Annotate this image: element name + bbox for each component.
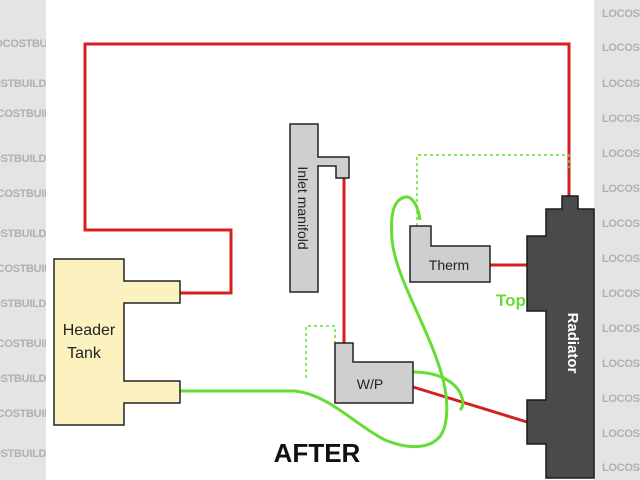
header-tank [53,258,181,426]
watermark-text: LOCOSTBUILDERS.CO.UK [602,218,640,230]
radiator-label: Radiator [564,313,581,374]
inlet-manifold [289,123,350,293]
header-tank-label: Header [63,322,116,339]
watermark-text: LOCOSTBUILDERS.CO.UK [0,338,46,350]
watermark-text: LOCOSTBUILDERS.CO.UK [0,298,46,310]
watermark-text: LOCOSTBUILDERS.CO.UK [0,228,46,240]
green-dashed-guide-wp [305,325,336,378]
watermark-text: LOCOSTBUILDERS.CO.UK [0,153,46,165]
watermark-strip-right: LOCOSTBUILDERS.CO.UK LOCOSTBUILDERS.CO.U… [594,0,640,480]
green-dashed-guide-top [416,154,570,226]
watermark-text: LOCOSTBUILDERS.CO.UK [602,253,640,265]
header-tank-label: Tank [67,345,102,362]
watermark-text: LOCOSTBUILDERS.CO.UK [0,448,46,460]
watermark-strip-left: LOCOSTBUILDERS.CO.UK LOCOSTBUILDERS.CO.U… [0,0,46,480]
watermark-text: LOCOSTBUILDERS.CO.UK [0,78,46,90]
thermostat-label: Therm [429,257,469,273]
thermostat-housing [409,225,491,283]
top-annotation: Top [496,291,526,310]
watermark-text: LOCOSTBUILDERS.CO.UK [0,188,46,200]
water-pump [334,342,414,404]
red-hose-wp-to-radiator [412,385,528,424]
radiator [526,195,595,479]
watermark-text: LOCOSTBUILDERS.CO.UK [602,428,640,440]
red-hose-header-top-loop [83,200,233,295]
watermark-text: LOCOSTBUILDERS.CO.UK [602,183,640,195]
watermark-text: LOCOSTBUILDERS.CO.UK [602,78,640,90]
watermark-text: LOCOSTBUILDERS.CO.UK [0,408,46,420]
watermark-text: LOCOSTBUILDERS.CO.UK [602,42,640,54]
green-hose-header-to-wp [180,195,449,449]
watermark-text: LOCOSTBUILDERS.CO.UK [602,8,640,20]
watermark-text: LOCOSTBUILDERS.CO.UK [602,323,640,335]
watermark-text: LOCOSTBUILDERS.CO.UK [0,373,46,385]
inlet-manifold-label: Inlet manifold [295,166,311,249]
watermark-text: LOCOSTBUILDERS.CO.UK [0,108,46,120]
red-hose-header-to-radiator-top [83,42,571,200]
watermark-text: LOCOSTBUILDERS.CO.UK [602,393,640,405]
watermark-text: LOCOSTBUILDERS.CO.UK [602,148,640,160]
watermark-text: LOCOSTBUILDERS.CO.UK [0,263,46,275]
green-hose-loop-to-wp [412,370,465,412]
watermark-text: LOCOSTBUILDERS.CO.UK [602,288,640,300]
water-pump-label: W/P [357,376,383,392]
after-caption: AFTER [274,438,361,468]
watermark-text: LOCOSTBUILDERS.CO.UK [602,462,640,474]
watermark-text: LOCOSTBUILDERS.CO.UK [602,113,640,125]
watermark-text: LOCOSTBUILDERS.CO.UK [602,358,640,370]
watermark-text: LOCOSTBUILDERS.CO.UK [0,38,46,50]
